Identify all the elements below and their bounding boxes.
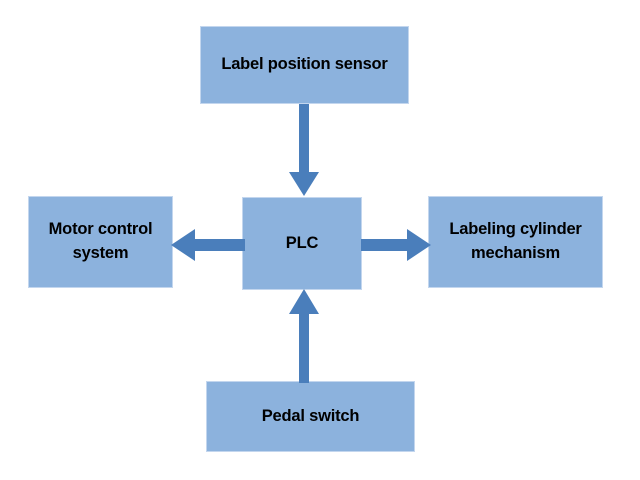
node-labeling-cylinder-mechanism[interactable]: Labeling cylinder mechanism <box>428 196 603 288</box>
arrow-sensor-to-plc-icon <box>286 104 322 199</box>
node-label-position-sensor-label: Label position sensor <box>221 55 388 74</box>
node-motor-control-system[interactable]: Motor control system <box>28 196 173 288</box>
node-pedal-switch[interactable]: Pedal switch <box>206 381 415 452</box>
node-plc[interactable]: PLC <box>242 197 362 290</box>
node-motor-control-system-label: Motor control system <box>48 220 153 262</box>
arrow-plc-to-cylinder-icon <box>361 228 431 262</box>
node-plc-label: PLC <box>285 233 319 252</box>
arrow-plc-to-motor-icon <box>171 228 245 262</box>
node-labeling-cylinder-mechanism-label: Labeling cylinder mechanism <box>449 220 582 262</box>
node-pedal-switch-label: Pedal switch <box>261 406 360 425</box>
node-label-position-sensor[interactable]: Label position sensor <box>200 26 409 104</box>
arrow-pedal-to-plc-icon <box>286 289 322 383</box>
